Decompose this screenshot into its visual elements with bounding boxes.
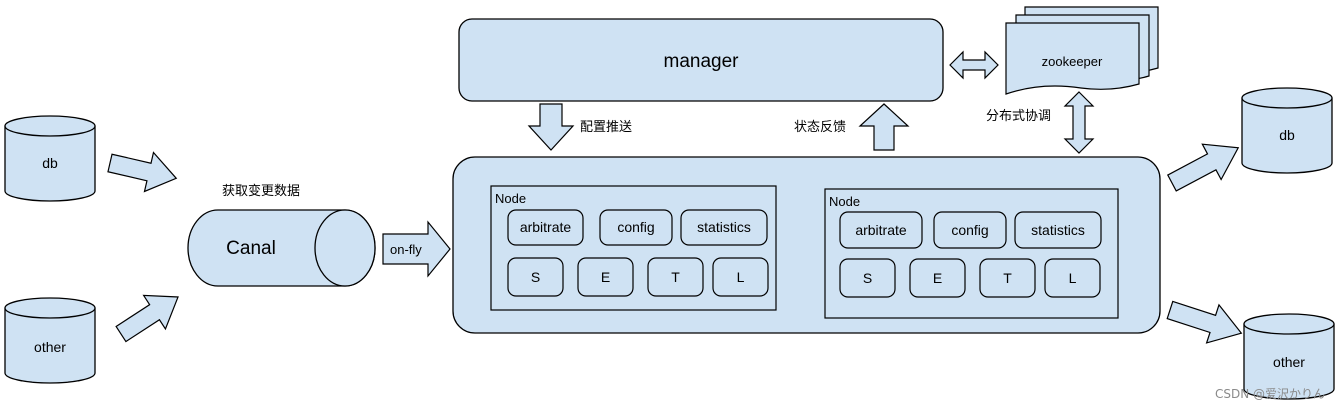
node-1-config-box (599, 209, 673, 246)
node-2-stage-s-label: S (863, 270, 872, 286)
source-other-to-canal-arrow (115, 294, 179, 343)
source-other-label: other (34, 339, 66, 355)
node-2-stage-e-box (909, 258, 966, 298)
distributed-coordination-label: 分布式协调 (986, 109, 1051, 124)
target-db-label: db (1279, 127, 1295, 143)
canal-caption: 获取变更数据 (222, 183, 300, 199)
node-1-arbitrate-label: arbitrate (520, 219, 572, 235)
source-other-cylinder: other (4, 297, 96, 384)
node-1-config-label: config (617, 219, 654, 235)
node-panel-2: Node arbitrate config statistics S E T L (824, 188, 1119, 319)
node-1-stage-t-box (647, 257, 704, 297)
node-2-config-label: config (951, 222, 988, 238)
node-1-stage-s-label: S (531, 269, 540, 285)
output-to-other-arrow (1166, 300, 1243, 344)
status-feedback-arrow: 状态反馈 (794, 103, 910, 151)
target-db-cylinder: db (1241, 87, 1333, 174)
target-other-cylinder: other (1243, 313, 1335, 400)
node-2-stage-t-label: T (1003, 270, 1012, 286)
node-2-stage-e-label: E (933, 270, 942, 286)
node-2-statistics-box (1014, 211, 1102, 249)
onfly-label: on-fly (390, 242, 422, 257)
node-2-stage-l-label: L (1069, 270, 1077, 286)
node-2-stage-s-box (839, 258, 896, 298)
node-1-stage-l-box (712, 257, 769, 297)
source-db-cylinder: db (4, 115, 96, 202)
node-panel-1: Node arbitrate config statistics S E T L (490, 185, 777, 311)
node-2-stage-l-box (1044, 258, 1101, 298)
canal-label: Canal (226, 238, 276, 259)
node-2-config-box (933, 211, 1007, 249)
source-db-label: db (42, 155, 58, 171)
node-2-arbitrate-box (839, 211, 923, 249)
node-1-arbitrate-box (507, 209, 584, 246)
node-1-stage-s-box (507, 257, 564, 297)
node-1-stage-e-label: E (601, 269, 610, 285)
node-2-arbitrate-label: arbitrate (855, 222, 907, 238)
zookeeper-label: zookeeper (1042, 54, 1103, 69)
config-push-arrow: 配置推送 (527, 103, 632, 151)
manager-zookeeper-arrow (949, 50, 999, 80)
canal-cylinder: Canal (187, 209, 376, 287)
manager-box: manager (458, 18, 944, 102)
output-to-db-arrow (1166, 143, 1240, 192)
zookeeper-documents: zookeeper (1005, 6, 1159, 95)
status-feedback-label: 状态反馈 (794, 120, 846, 135)
node-2-stage-t-box (979, 258, 1036, 298)
config-push-label: 配置推送 (580, 120, 632, 135)
node-1-statistics-label: statistics (697, 219, 751, 235)
onfly-arrow: on-fly (382, 220, 451, 278)
node-2-statistics-label: statistics (1031, 222, 1085, 238)
node-1-stage-t-label: T (671, 269, 680, 285)
node-1-stage-e-box (577, 257, 634, 297)
manager-label: manager (664, 51, 740, 72)
target-other-label: other (1273, 354, 1305, 370)
source-db-to-canal-arrow (107, 151, 178, 193)
node-1-statistics-box (680, 209, 768, 246)
zookeeper-node-arrow (1063, 91, 1095, 154)
node-2-title: Node (829, 194, 860, 209)
node-1-title: Node (495, 191, 526, 206)
node-1-stage-l-label: L (737, 269, 745, 285)
watermark: CSDN @爱沢かりん (1214, 387, 1325, 401)
